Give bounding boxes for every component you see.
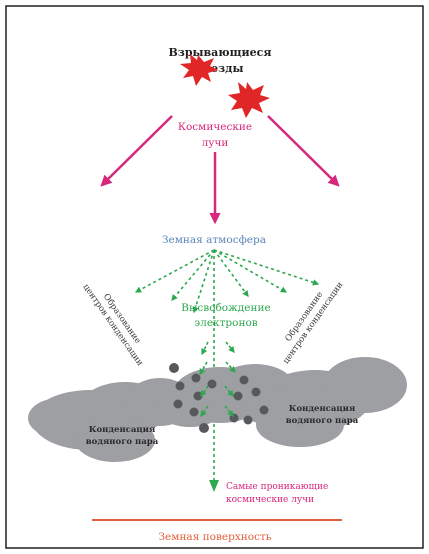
title-line-1: Взрывающиеся xyxy=(169,46,272,59)
nuclei-left-line-2: центров конденсации xyxy=(81,282,145,368)
earth-surface-label: Земная поверхность xyxy=(159,531,272,543)
explosion-star-icon xyxy=(228,82,270,118)
condensation-nuclei-dots xyxy=(169,363,269,433)
outer-border xyxy=(5,5,424,549)
explosion-star-icon xyxy=(180,54,218,86)
electron-fan-arrows xyxy=(134,249,320,480)
cosmic-rays-label-line-2: лучи xyxy=(202,137,229,149)
electron-small-arrows xyxy=(199,341,236,418)
nuclei-right-line-2: центров конденсации xyxy=(281,280,345,366)
penetrating-ray-arrowhead xyxy=(209,480,219,492)
cosmic-ray-arrow-right xyxy=(267,115,340,187)
cosmic-rays-label-line-1: Космические xyxy=(178,121,252,133)
cloud-right-label-line-2: водяного пара xyxy=(286,416,359,426)
cloud-right-label-line-1: Конденсация xyxy=(289,404,355,414)
cosmic-ray-arrow-left xyxy=(100,115,173,187)
atmosphere-label: Земная атмосфера xyxy=(162,234,266,246)
penetrating-rays-label-line-1: Самые проникающие xyxy=(226,482,328,492)
cloud-left-label-line-2: водяного пара xyxy=(86,437,159,447)
cloud-left-label-line-1: Конденсация xyxy=(89,425,155,435)
release-label-line-1: Высвобождение xyxy=(181,302,270,314)
release-label-line-2: электронов xyxy=(194,317,257,329)
penetrating-rays-label-line-2: космические лучи xyxy=(226,495,314,505)
cosmic-ray-arrows xyxy=(100,115,340,225)
cloud-right xyxy=(240,357,407,447)
